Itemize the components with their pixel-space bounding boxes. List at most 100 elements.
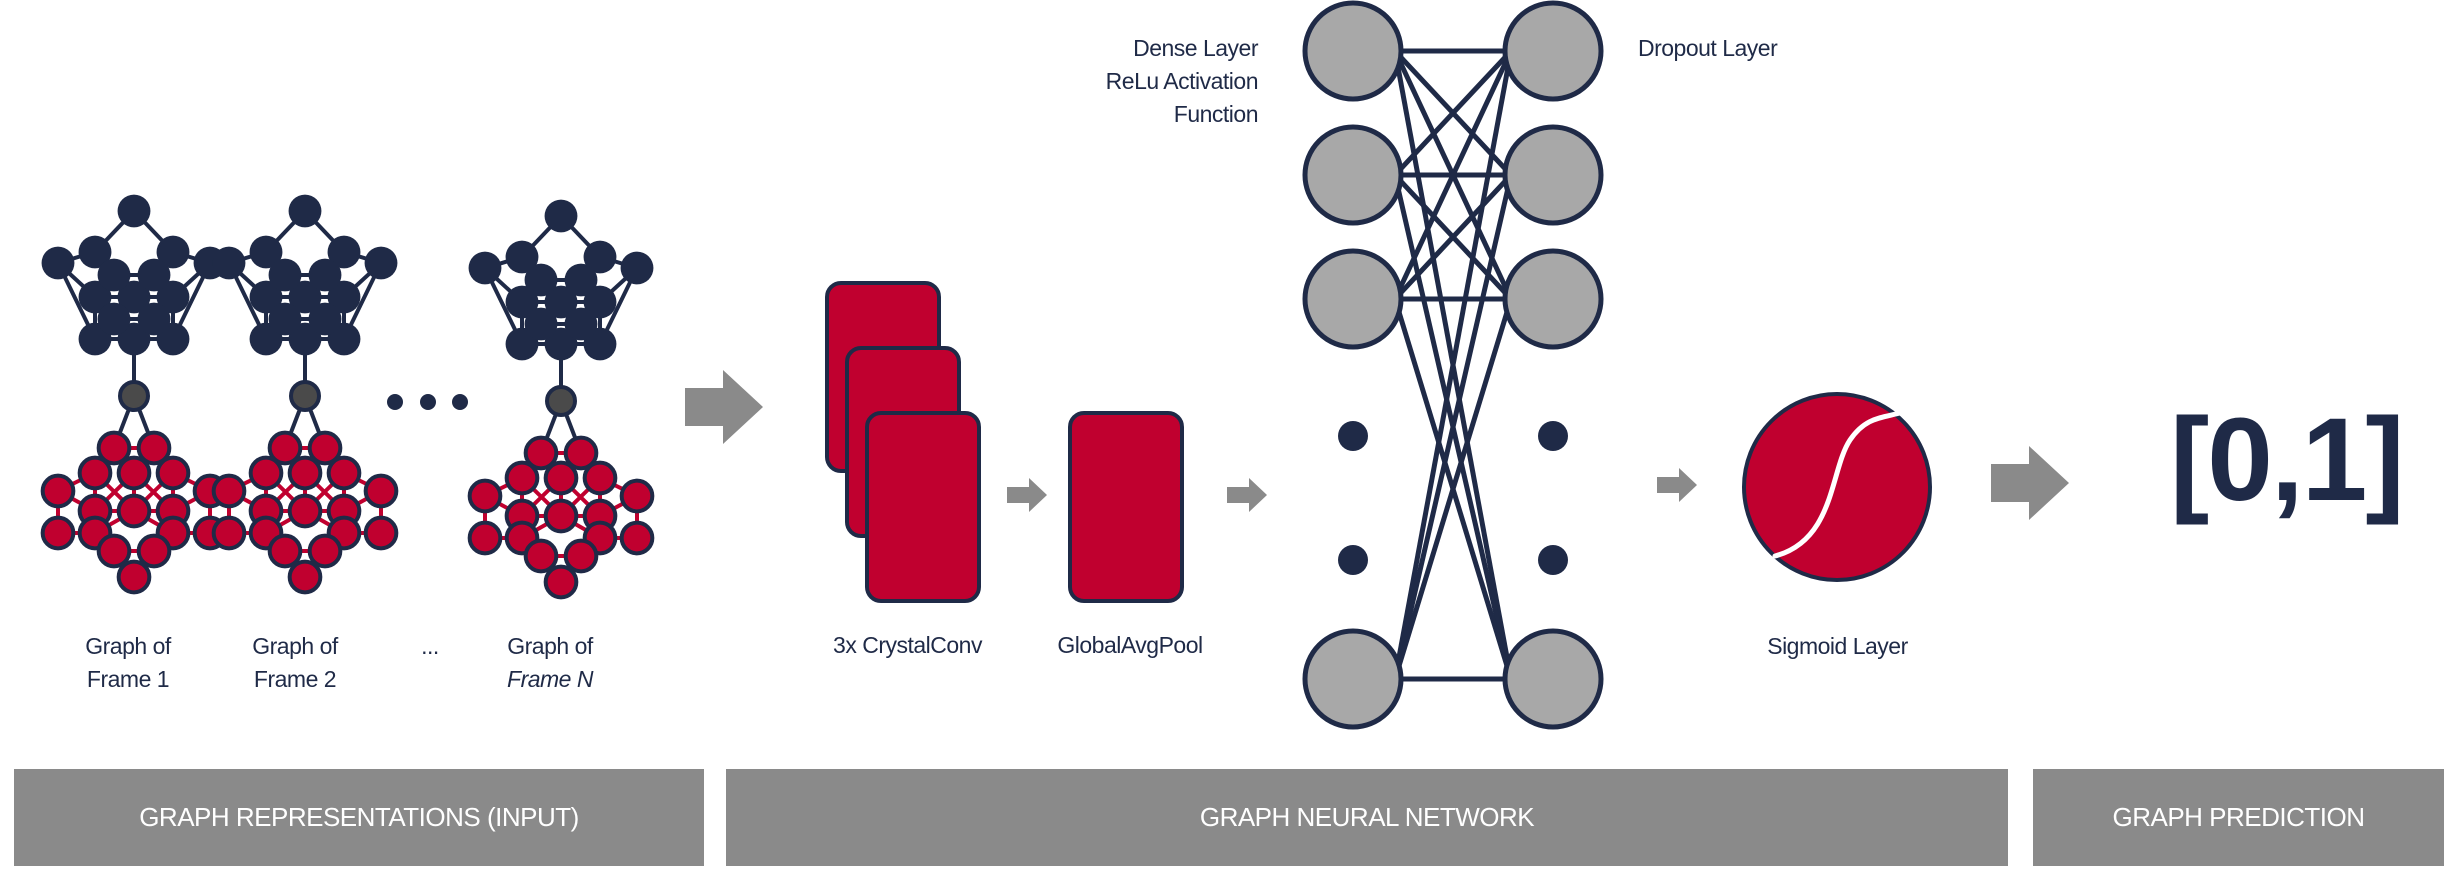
graph-node	[97, 302, 131, 336]
graph-node	[212, 246, 246, 280]
graph-node	[543, 460, 579, 496]
graph-caption-ellipsis: ...	[421, 633, 439, 659]
dense-layer-label: Dense Layer ReLu Activation Function	[1105, 35, 1259, 127]
graph-node	[155, 455, 191, 491]
graph-node	[505, 285, 539, 319]
graph-node	[77, 455, 113, 491]
graph-node	[308, 302, 342, 336]
graph-node	[249, 235, 283, 269]
graph-node	[211, 515, 247, 551]
crystalconv-label: 3x CrystalConv	[833, 632, 982, 658]
graph-node	[288, 194, 322, 228]
frame-graph	[211, 194, 399, 595]
dense-connection	[1392, 298, 1514, 680]
crystalconv-blocks	[825, 281, 981, 603]
section-band-output: GRAPH PREDICTION	[2033, 769, 2444, 866]
graph-node	[116, 493, 152, 529]
graph-node	[117, 280, 151, 314]
graph-node	[326, 455, 362, 491]
graph-node	[249, 280, 283, 314]
graph-node	[524, 263, 558, 297]
dropout-neuron	[1502, 628, 1604, 730]
neuron-ellipsis-dot	[1538, 421, 1568, 451]
frame-graph	[40, 194, 228, 595]
graph-node	[307, 430, 343, 466]
graph-node	[40, 473, 76, 509]
dense-dropout-network	[1302, 0, 1604, 730]
graph-node	[467, 520, 503, 556]
graph-node	[363, 473, 399, 509]
global-avg-pool-block	[1068, 411, 1184, 603]
neuron-ellipsis-dot	[1538, 545, 1568, 575]
graph-node	[116, 455, 152, 491]
sigmoid-curve	[1772, 410, 1903, 559]
graph-node	[287, 455, 323, 491]
dense-neuron	[1302, 248, 1404, 350]
graph-node	[267, 430, 303, 466]
graph-caption-frame-n: Graph of Frame N	[507, 633, 593, 692]
dropout-layer-label: Dropout Layer	[1638, 35, 1778, 61]
graph-node	[544, 199, 578, 233]
global-avg-pool-label: GlobalAvgPool	[1057, 632, 1203, 658]
dropout-neuron	[1502, 0, 1604, 102]
graph-node	[619, 478, 655, 514]
prediction-output: [0,1]	[2170, 394, 2405, 526]
graph-node	[40, 515, 76, 551]
dense-connection	[1393, 49, 1513, 177]
graph-node	[156, 280, 190, 314]
flow-arrow	[1657, 468, 1697, 502]
graph-node	[524, 307, 558, 341]
dense-connection	[1392, 50, 1514, 680]
dense-neuron	[1302, 0, 1404, 102]
graph-node	[583, 240, 617, 274]
graph-node	[308, 258, 342, 292]
graph-node	[117, 194, 151, 228]
graph-node	[523, 538, 559, 574]
graph-node	[563, 538, 599, 574]
dense-neuron	[1302, 628, 1404, 730]
input-graphs	[40, 194, 655, 600]
graph-node	[620, 251, 654, 285]
dense-connection	[1392, 174, 1514, 680]
graph-node	[268, 302, 302, 336]
ellipsis-dot	[420, 394, 436, 410]
flow-arrow	[1227, 478, 1267, 512]
graph-node	[288, 322, 322, 356]
ellipsis-dot	[452, 394, 468, 410]
graph-node	[307, 533, 343, 569]
graph-node	[468, 251, 502, 285]
graph-node	[467, 478, 503, 514]
graph-node	[327, 280, 361, 314]
graph-node	[116, 559, 152, 595]
graph-node	[136, 533, 172, 569]
section-band-network: GRAPH NEURAL NETWORK	[726, 769, 2008, 866]
graph-connector-node	[545, 385, 577, 417]
graph-node	[117, 322, 151, 356]
graph-node	[564, 307, 598, 341]
graph-node	[156, 235, 190, 269]
graph-node	[211, 473, 247, 509]
crystalconv-block	[865, 411, 981, 603]
graph-node	[363, 515, 399, 551]
graph-node	[137, 258, 171, 292]
dense-neuron	[1302, 124, 1404, 226]
dense-connection	[1392, 49, 1514, 301]
graph-node	[267, 533, 303, 569]
graph-node	[544, 327, 578, 361]
graph-caption-frame-2: Graph of Frame 2	[252, 633, 338, 692]
graph-node	[248, 455, 284, 491]
graph-connector-node	[118, 380, 150, 412]
dense-connection	[1393, 173, 1513, 301]
graph-node	[78, 280, 112, 314]
graph-node	[96, 533, 132, 569]
graph-connector-node	[289, 380, 321, 412]
flow-arrow	[1007, 478, 1047, 512]
graph-node	[523, 435, 559, 471]
graph-node	[287, 493, 323, 529]
graph-node	[563, 435, 599, 471]
sigmoid-node	[1742, 392, 1932, 582]
graph-node	[543, 498, 579, 534]
graph-node	[327, 235, 361, 269]
graph-node	[619, 520, 655, 556]
